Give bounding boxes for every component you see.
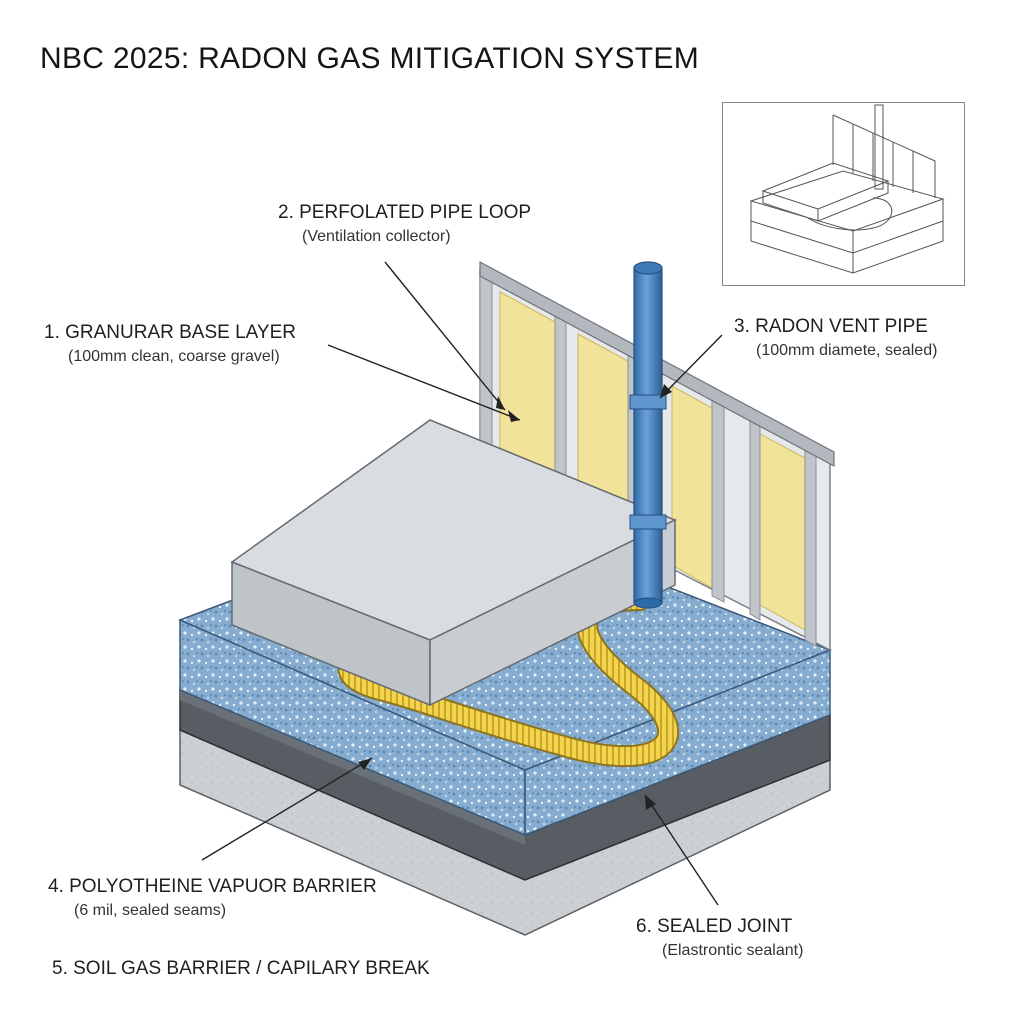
concrete-slab	[230, 419, 677, 707]
label-sealed-joint-heading: 6. SEALED JOINT	[636, 916, 793, 937]
perforated-pipe-loop	[337, 589, 680, 768]
label-vent-pipe: 3. RADON VENT PIPE (100mm diamete, seale…	[734, 316, 937, 360]
radon-vent-pipe	[629, 261, 667, 609]
leader-arrowheads	[358, 384, 672, 810]
label-soil-gas-barrier-heading: 5. SOIL GAS BARRIER / CAPILARY BREAK	[52, 958, 430, 979]
label-perforated-pipe-sub: (Ventilation collector)	[302, 228, 451, 245]
label-sealed-joint: 6. SEALED JOINT (Elastrontic sealant)	[636, 916, 803, 960]
inset-sketch	[749, 104, 945, 274]
label-vapour-barrier-heading: 4. POLYOTHEINE VAPUOR BARRIER	[48, 876, 377, 897]
label-vent-pipe-sub: (100mm diamete, sealed)	[756, 342, 938, 359]
label-soil-gas-barrier: 5. SOIL GAS BARRIER / CAPILARY BREAK	[52, 958, 430, 980]
label-sealed-joint-sub: (Elastrontic sealant)	[662, 942, 804, 959]
label-perforated-pipe-heading: 2. PERFOLATED PIPE LOOP	[278, 202, 532, 223]
leader-lines	[201, 261, 723, 906]
label-granular-base: 1. GRANURAR BASE LAYER (100mm clean, coa…	[44, 322, 296, 366]
label-granular-base-sub: (100mm clean, coarse gravel)	[68, 348, 280, 365]
label-vapour-barrier-sub: (6 mil, sealed seams)	[74, 902, 227, 919]
label-granular-base-heading: 1. GRANURAR BASE LAYER	[44, 322, 297, 343]
label-vapour-barrier: 4. POLYOTHEINE VAPUOR BARRIER (6 mil, se…	[48, 876, 377, 920]
inset-overview-sketch	[722, 102, 965, 286]
label-perforated-pipe: 2. PERFOLATED PIPE LOOP (Ventilation col…	[278, 202, 531, 246]
label-vent-pipe-heading: 3. RADON VENT PIPE	[734, 316, 928, 337]
page-title: NBC 2025: RADON GAS MITIGATION SYSTEM	[40, 42, 699, 75]
